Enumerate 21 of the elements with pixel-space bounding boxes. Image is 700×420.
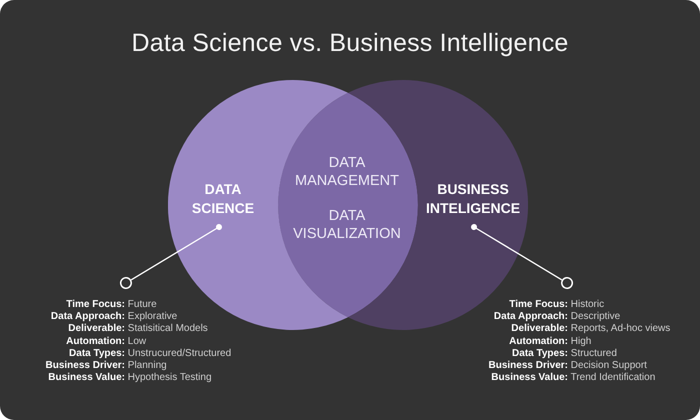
leader-line <box>471 224 574 289</box>
overlap-label: DATA MANAGEMENT <box>294 154 400 190</box>
overlap-label: DATA VISUALIZATION <box>292 206 402 243</box>
property-text: Time Focus: Future <box>66 299 157 311</box>
property-text: Business Driver: Planning <box>46 360 167 372</box>
property-text: Deliverable: Reports, Ad-hoc views <box>511 323 670 336</box>
property-text: Business Value: Hypothesis Testing <box>48 372 212 384</box>
property-text: Deliverable: Statisitical Models <box>68 323 208 336</box>
property-text: Time Focus: Historic <box>509 299 604 311</box>
title: Data Science vs. Business Intelligence <box>132 28 568 58</box>
property-text: Data Approach: Descriptive <box>494 311 620 324</box>
property-text: Data Approach: Explorative <box>50 311 178 324</box>
property-text: Automation: High <box>509 336 592 348</box>
property-text: Automation: Low <box>66 336 146 348</box>
property-text: Business Value: Trend Identification <box>491 372 656 384</box>
property-text: Business Driver: Decision Support <box>488 360 647 372</box>
property-text: Data Types: Unstrucured/Structured <box>69 348 232 360</box>
leader-line <box>120 224 222 289</box>
circle-label: DATA SCIENCE <box>190 180 256 218</box>
property-text: Data Types: Structured <box>512 348 617 360</box>
circle-label: BUSINESS INTELIGENCE <box>424 180 522 218</box>
